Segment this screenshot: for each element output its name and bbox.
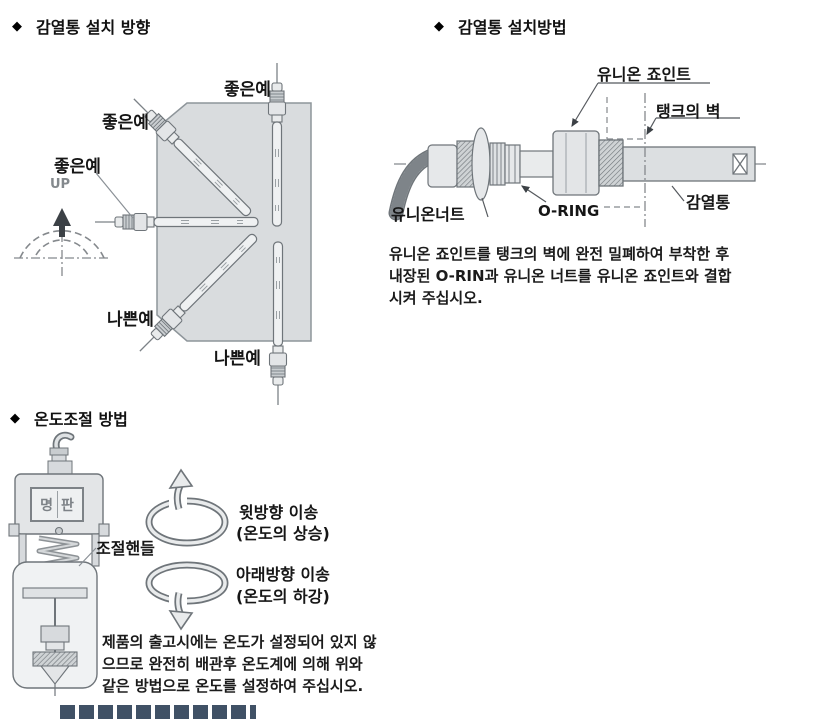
section-title-direction: ◆ 감열통 설치 방향 <box>12 14 150 38</box>
section-title-method: ◆ 감열통 설치방법 <box>434 14 567 38</box>
label-bad-diagonal: 나쁜예 <box>107 310 154 330</box>
cropped-text-artifact <box>60 705 256 719</box>
cable-gland <box>47 431 75 476</box>
label-union-nut: 유니온너트 <box>391 205 465 224</box>
label-bad-bottom: 나쁜예 <box>214 349 261 369</box>
method-desc-line3: 시켜 주십시오. <box>389 289 483 307</box>
section-title-direction-text: 감열통 설치 방향 <box>36 18 151 37</box>
leader-good-left <box>95 172 134 219</box>
adjust-desc-line1: 제품의 출고시에는 온도가 설정되어 있지 않 <box>102 633 377 651</box>
label-nameplate: 명판 <box>40 497 82 514</box>
method-desc-line1: 유니온 죠인트를 탱크의 벽에 완전 밀폐하여 부착한 후 <box>389 245 730 263</box>
handle-leader <box>78 547 97 567</box>
label-good-top: 좋은예 <box>224 80 271 100</box>
label-tank-wall: 탱크의 벽 <box>656 102 721 121</box>
diamond-bullet-icon: ◆ <box>10 410 20 426</box>
diamond-bullet-icon: ◆ <box>12 18 22 34</box>
rotation-arrows <box>145 468 229 631</box>
callout-leaders <box>481 82 740 218</box>
label-good-left: 좋은예 <box>54 157 101 177</box>
label-thermal-bulb: 감열통 <box>686 193 731 212</box>
union-nut-assembly <box>427 127 554 201</box>
rotate-down-icon <box>145 561 229 631</box>
label-handle: 조절핸들 <box>96 539 155 558</box>
section-title-method-text: 감열통 설치방법 <box>458 18 567 37</box>
valve-body <box>12 561 98 696</box>
adjust-desc-line2: 으므로 완전히 배관후 온도계에 의해 위와 <box>102 655 363 673</box>
label-up-move: 윗방향 이송 <box>239 503 319 522</box>
diamond-bullet-icon: ◆ <box>434 18 444 34</box>
union-joint-hex <box>552 130 624 196</box>
rotate-up-icon <box>145 468 229 547</box>
label-down-move: 아래방향 이송 <box>236 565 330 584</box>
method-desc-line2: 내장된 O-RIN과 유니온 너트를 유니온 죠인트와 결합 <box>389 267 732 285</box>
adjust-desc-line3: 같은 방법으로 온도를 설정하여 주십시오. <box>102 677 364 695</box>
method-description: 유니온 죠인트를 탱크의 벽에 완전 밀폐하여 부착한 후 내장된 O-RIN과… <box>389 243 731 309</box>
section-title-adjust: ◆ 온도조절 방법 <box>10 406 128 430</box>
thermal-bulb-tube <box>622 146 756 182</box>
label-up-sub: (온도의 상승) <box>236 524 330 543</box>
up-rotation-dial <box>14 230 110 279</box>
method-diagram <box>388 82 768 227</box>
label-up: UP <box>50 177 71 192</box>
label-down-sub: (온도의 하강) <box>236 587 330 606</box>
label-union-joint: 유니온 죠인트 <box>597 65 691 84</box>
direction-diagram <box>14 62 312 406</box>
up-arrow-icon <box>53 208 71 237</box>
section-title-adjust-text: 온도조절 방법 <box>34 410 128 429</box>
nameplate-box: 명판 <box>30 487 84 522</box>
wall-dash-guides <box>604 97 644 208</box>
label-good-diagonal: 좋은예 <box>102 113 149 133</box>
label-oring: O-RING <box>538 202 600 220</box>
adjust-description: 제품의 출고시에는 온도가 설정되어 있지 않 으므로 완전히 배관후 온도계에… <box>102 631 377 697</box>
